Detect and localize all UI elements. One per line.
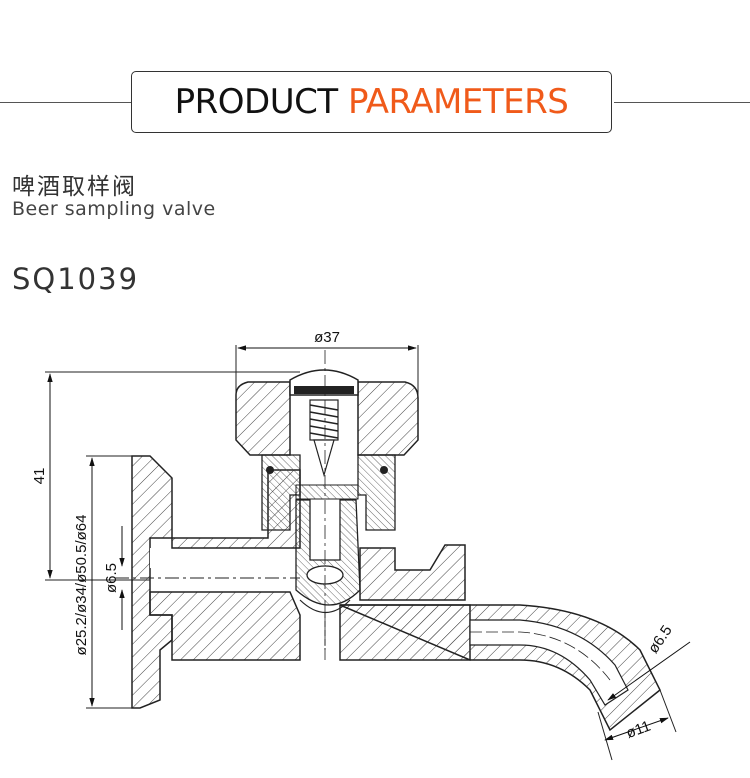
outlet-spout bbox=[339, 604, 661, 732]
dim-height: 41 bbox=[31, 468, 48, 485]
product-name-cn: 啤酒取样阀 bbox=[12, 174, 137, 200]
dim-bore: ø6.5 bbox=[103, 563, 120, 593]
bonnet-nut bbox=[261, 454, 396, 531]
section-title-primary: PRODUCT bbox=[174, 82, 338, 122]
product-model: SQ1039 bbox=[12, 262, 140, 296]
dimension-lines bbox=[45, 345, 691, 761]
spring bbox=[309, 399, 339, 478]
dim-outlet-inner: ø6.5 bbox=[645, 622, 676, 656]
dim-clamp-diameters: ø25.2/ø34/ø50.5/ø64 bbox=[73, 515, 90, 656]
section-title-accent: PARAMETERS bbox=[347, 82, 569, 122]
dim-outlet-outer: ø11 bbox=[624, 718, 653, 742]
section-title: PRODUCT PARAMETERS bbox=[131, 71, 612, 133]
product-name-en: Beer sampling valve bbox=[12, 198, 216, 220]
header-rule-left bbox=[0, 102, 131, 103]
header-rule-right bbox=[614, 102, 750, 103]
dim-top-diameter: ø37 bbox=[314, 329, 340, 346]
handwheel-cap bbox=[235, 369, 419, 456]
